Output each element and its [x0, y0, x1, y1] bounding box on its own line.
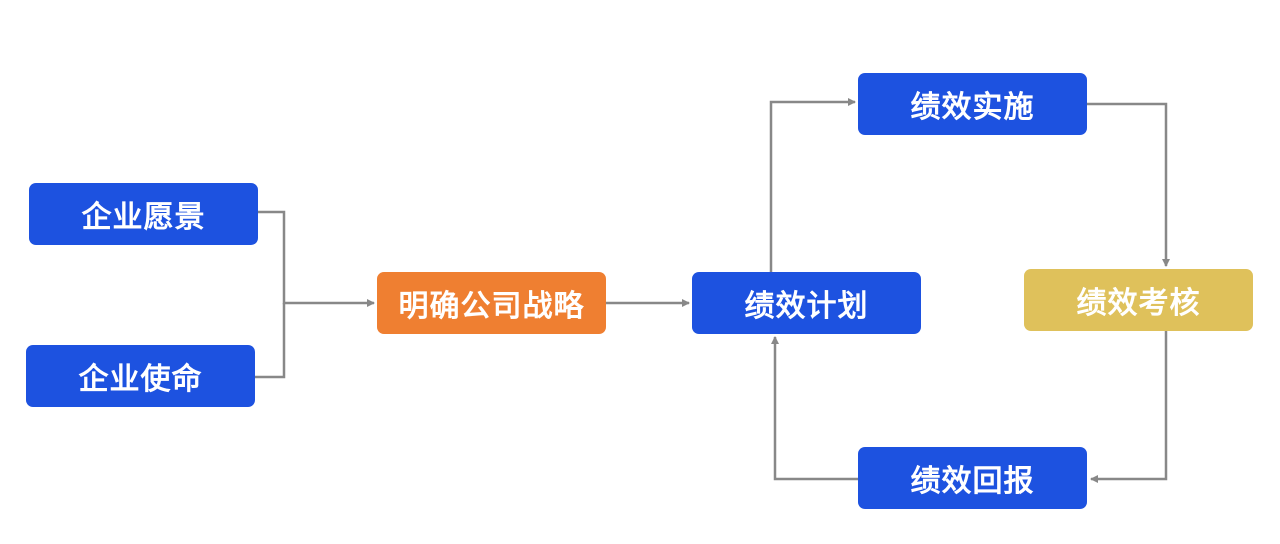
edge-feedback-to-plan [771, 336, 858, 481]
node-enterprise-mission: 企业使命 [26, 345, 255, 407]
edge-vision-to-strategy [258, 210, 375, 307]
edge-mission-to-strategy [255, 303, 286, 379]
node-performance-implementation: 绩效实施 [858, 73, 1087, 135]
edge-plan-to-impl [769, 98, 856, 272]
node-company-strategy: 明确公司战略 [377, 272, 606, 334]
edge-impl-to-assess [1087, 102, 1170, 267]
node-performance-plan: 绩效计划 [692, 272, 921, 334]
node-enterprise-vision: 企业愿景 [29, 183, 258, 245]
edge-assess-to-feedback [1090, 331, 1168, 483]
node-performance-feedback: 绩效回报 [858, 447, 1087, 509]
node-performance-assessment: 绩效考核 [1024, 269, 1253, 331]
